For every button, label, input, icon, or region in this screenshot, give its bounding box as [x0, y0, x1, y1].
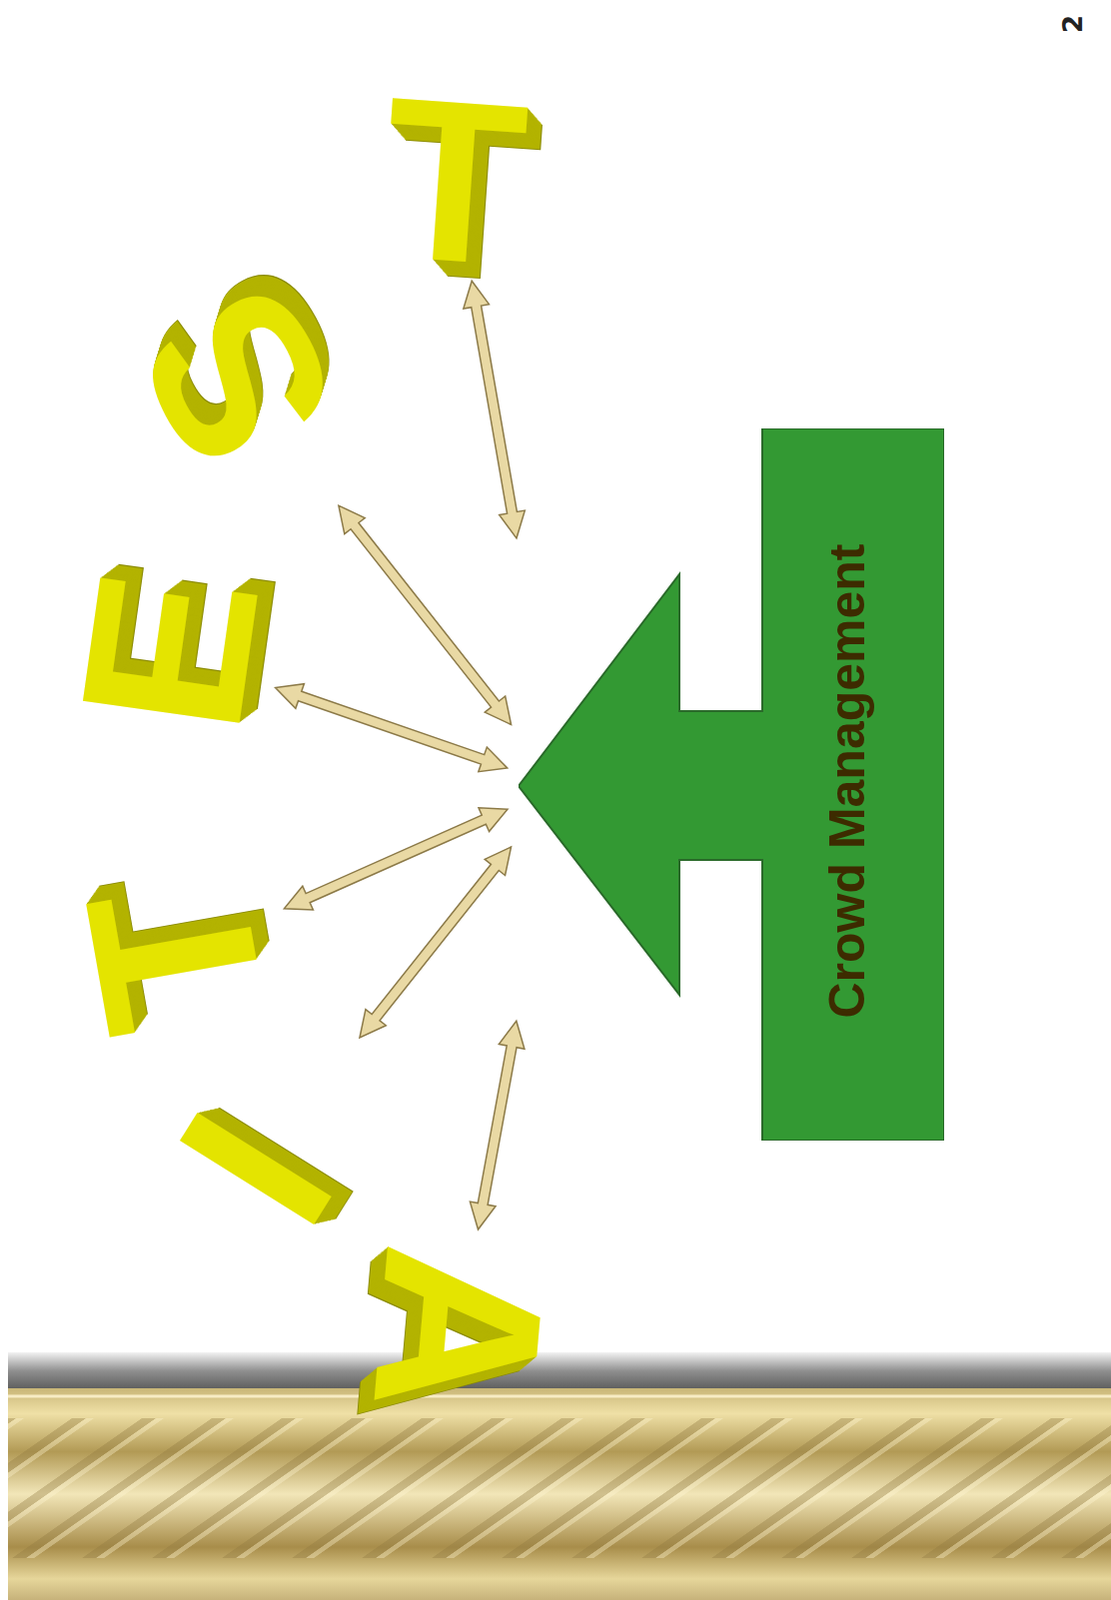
arrow-outline [518, 428, 945, 1141]
arrow-box: Crowd Management [518, 428, 945, 1141]
double-arrow [275, 684, 508, 773]
arrow-shape [518, 428, 945, 1141]
letter-glyph: I [141, 1081, 371, 1257]
double-arrow [463, 280, 525, 539]
letter-glyph: T [376, 61, 533, 301]
letter-glyph: T [50, 868, 302, 1047]
rope-twist [7, 1418, 1111, 1559]
letter-glyph: S [99, 255, 375, 499]
block-letter: T [337, 64, 573, 300]
double-arrow [283, 808, 508, 911]
block-letter: E [45, 527, 294, 776]
block-letter: T [48, 830, 304, 1086]
page-number: 2 [1058, 14, 1089, 33]
double-arrow [359, 847, 512, 1039]
double-arrow [469, 1021, 524, 1230]
block-letter: S [88, 228, 387, 527]
box-title: Crowd Management [818, 543, 877, 1019]
letter-glyph: E [44, 559, 294, 744]
block-letter: A [340, 1211, 579, 1450]
double-arrow [338, 505, 512, 725]
letter-glyph: A [337, 1237, 582, 1424]
